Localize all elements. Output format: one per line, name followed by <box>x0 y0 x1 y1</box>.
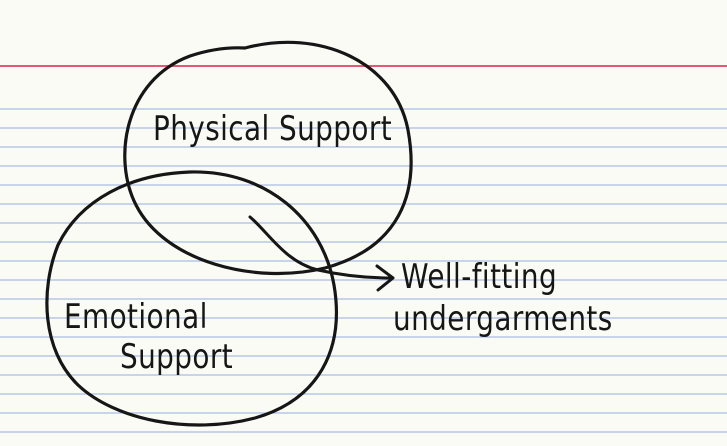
support-label: Support <box>120 337 234 377</box>
emotional-label: Emotional <box>64 297 208 337</box>
ruled-lines <box>0 108 727 433</box>
result-label-line1: Well-fitting <box>401 257 558 297</box>
physical-support-circle <box>123 40 413 275</box>
overlap-arrow-line <box>248 215 394 280</box>
result-label-line2: undergarments <box>393 299 613 339</box>
arrowhead-icon <box>375 264 395 292</box>
emotional-support-circle <box>45 170 338 427</box>
physical-support-label: Physical Support <box>153 109 393 149</box>
